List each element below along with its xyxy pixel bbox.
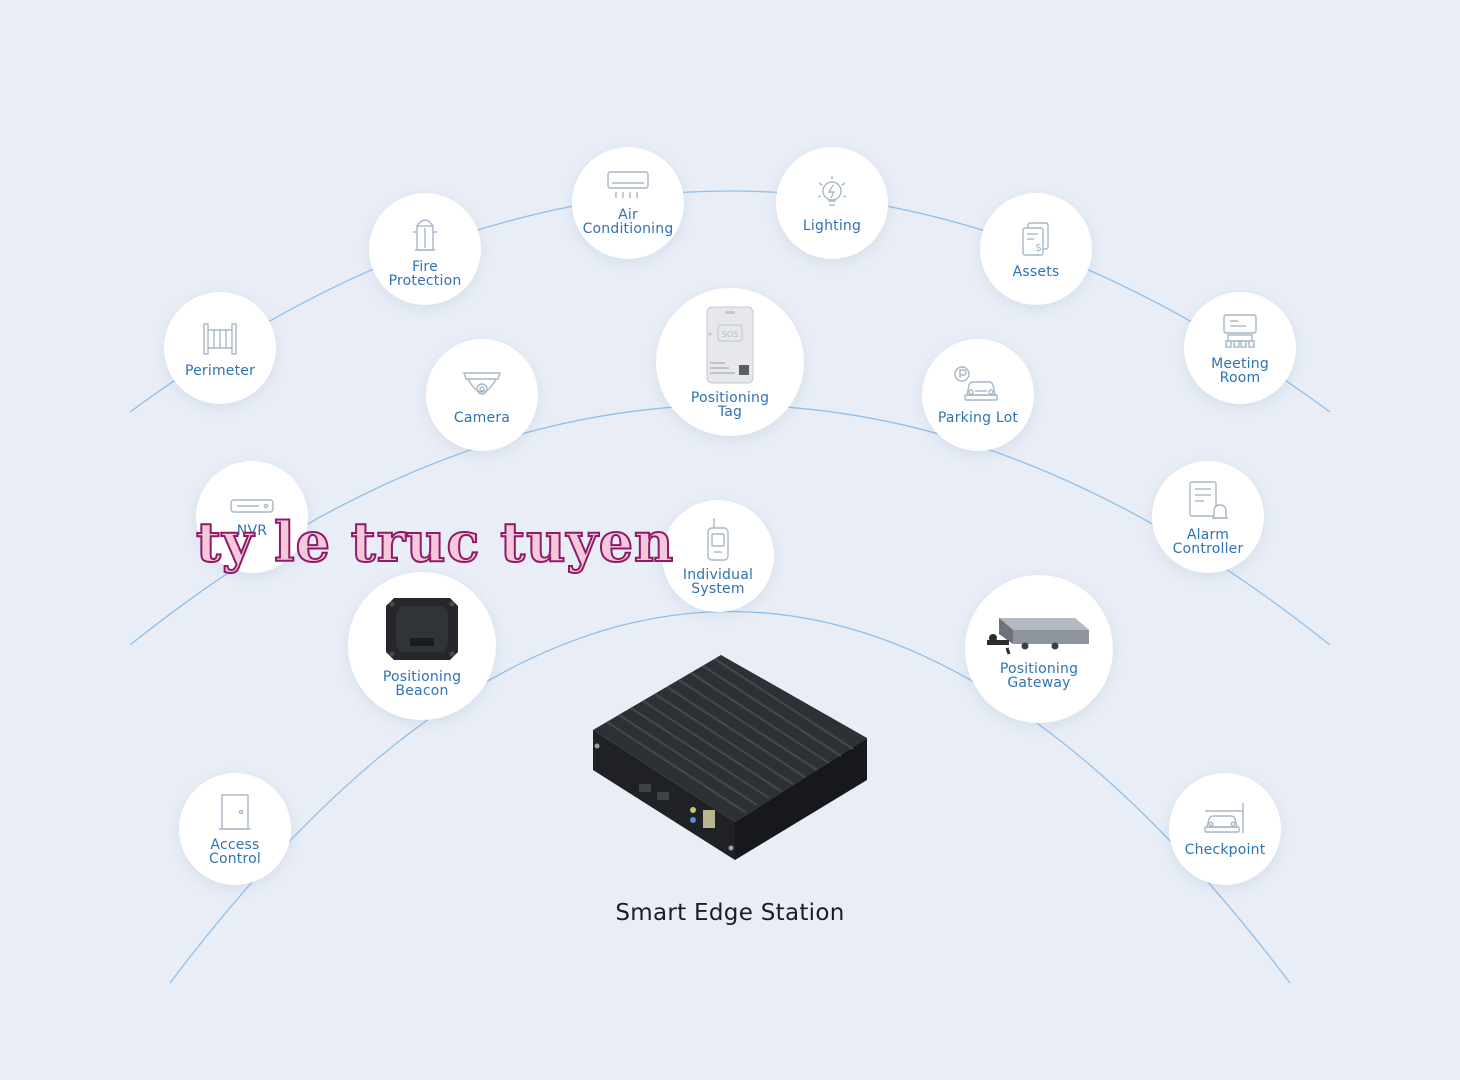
handheld-radio-icon xyxy=(707,518,729,561)
dome-camera-icon xyxy=(463,372,501,395)
parking-car-icon xyxy=(954,366,998,401)
beacon-icon xyxy=(386,598,458,660)
assets-node[interactable]: $ Assets xyxy=(980,193,1092,305)
outer-arc xyxy=(129,190,1331,413)
node-label: Lighting xyxy=(802,218,862,234)
door-icon xyxy=(219,794,251,830)
node-label: Parking Lot xyxy=(937,410,1019,426)
node-label: NVR xyxy=(236,523,268,539)
svg-text:$: $ xyxy=(1035,241,1042,254)
light-bulb-icon xyxy=(817,176,847,206)
camera-node[interactable]: Camera xyxy=(426,339,538,451)
lighting-node[interactable]: Lighting xyxy=(776,147,888,259)
parking-lot-node[interactable]: Parking Lot xyxy=(922,339,1034,451)
svg-text:SOS: SOS xyxy=(722,330,738,339)
inner-arc xyxy=(169,611,1291,984)
smart-edge-station-image xyxy=(593,655,867,860)
nvr-node[interactable]: NVR xyxy=(196,461,308,573)
node-label: Perimeter xyxy=(184,363,256,379)
node-label: Assets xyxy=(1012,264,1060,280)
air-conditioner-icon xyxy=(607,171,649,198)
sos-tag-icon: SOS xyxy=(706,306,754,384)
node-label: Camera xyxy=(453,410,511,426)
document-assets-icon: $ xyxy=(1022,222,1049,256)
fire-hydrant-icon xyxy=(413,219,437,251)
node-label: Checkpoint xyxy=(1184,842,1266,858)
perimeter-node[interactable]: Perimeter xyxy=(164,292,276,404)
barrier-car-icon xyxy=(1204,803,1244,833)
checkpoint-node[interactable]: Checkpoint xyxy=(1169,773,1281,885)
nvr-icon xyxy=(230,499,274,513)
gateway-icon xyxy=(987,618,1089,655)
alarm-controller-icon xyxy=(1189,481,1228,519)
smart-edge-station-label: Smart Edge Station xyxy=(615,900,845,926)
meeting-room-icon xyxy=(1223,314,1257,348)
watermark-text: ty le truc tuyen xyxy=(195,509,675,575)
fence-icon xyxy=(203,323,237,355)
